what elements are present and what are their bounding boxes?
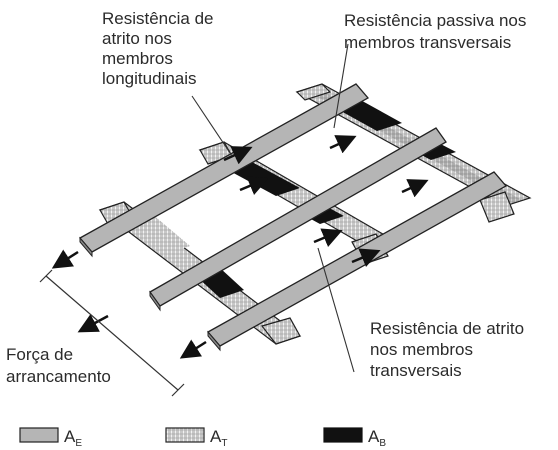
resistance-arrows <box>223 135 429 267</box>
leader-friction-transverse <box>317 247 355 373</box>
leader-passive-transverse <box>333 43 349 129</box>
legend-item-bearing: AB <box>323 427 386 449</box>
pullout-bracket <box>39 269 185 397</box>
svg-text:Força de: Força de <box>6 345 73 364</box>
longitudinal-member-middle <box>149 127 447 307</box>
leader-lines <box>191 43 355 373</box>
legend-item-transverse: AT <box>165 427 227 449</box>
label-passive-transverse: Resistência passiva nos membros transver… <box>344 11 526 52</box>
passive-arrow-back <box>329 135 357 154</box>
friction-arrow-front <box>351 248 381 267</box>
label-pullout-force: Força de arrancamento <box>6 345 111 386</box>
legend-swatch-solid-black <box>323 427 363 443</box>
svg-text:membros: membros <box>102 49 173 68</box>
legend-swatch-solid-gray <box>19 427 59 443</box>
friction-arrow-mid-left <box>239 176 269 195</box>
svg-text:longitudinais: longitudinais <box>102 69 197 88</box>
svg-text:AE: AE <box>64 427 82 449</box>
svg-text:atrito nos: atrito nos <box>102 29 172 48</box>
svg-text:transversais: transversais <box>370 361 462 380</box>
svg-text:AB: AB <box>368 427 386 449</box>
legend-swatch-hatched <box>165 427 205 443</box>
pullout-arrow-front <box>179 339 207 359</box>
svg-text:AT: AT <box>210 427 227 449</box>
leader-friction-longitudinal <box>191 95 233 157</box>
legend: AE AT AB <box>19 427 386 449</box>
pullout-arrow-back <box>51 249 79 269</box>
svg-text:arrancamento: arrancamento <box>6 367 111 386</box>
label-friction-longitudinal: Resistência de atrito nos membros longit… <box>102 9 214 88</box>
svg-text:Resistência de: Resistência de <box>102 9 214 28</box>
longitudinal-member-back <box>78 83 370 253</box>
pullout-arrow-middle <box>77 314 109 333</box>
friction-arrow-middle <box>313 228 343 247</box>
legend-item-longitudinal: AE <box>19 427 82 449</box>
longitudinal-members <box>78 83 508 352</box>
svg-text:Resistência de atrito: Resistência de atrito <box>370 319 524 338</box>
pullout-arrows <box>51 249 207 359</box>
svg-text:Resistência passiva nos: Resistência passiva nos <box>344 11 526 30</box>
friction-longitudinal-arrow <box>223 146 253 165</box>
passive-arrow-right <box>401 179 429 198</box>
svg-text:nos membros: nos membros <box>370 340 473 359</box>
svg-text:membros transversais: membros transversais <box>344 33 511 52</box>
label-friction-transverse: Resistência de atrito nos membros transv… <box>370 319 524 380</box>
